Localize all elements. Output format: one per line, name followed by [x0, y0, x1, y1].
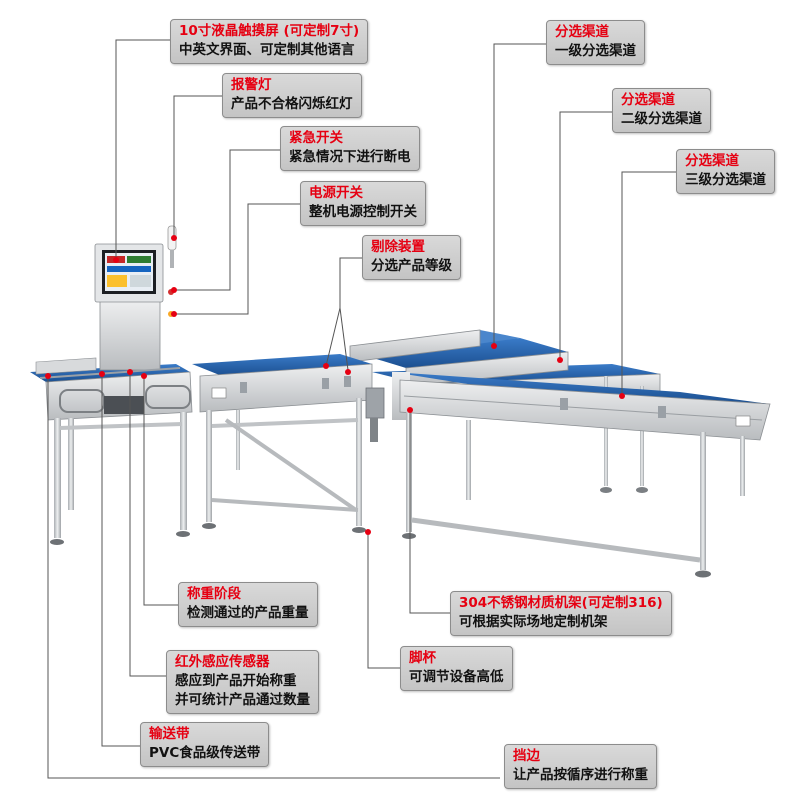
callout-desc: 产品不合格闪烁红灯 — [231, 96, 353, 112]
callout-desc: PVC食品级传送带 — [149, 745, 261, 761]
callout-title: 输送带 — [149, 726, 190, 742]
leader-dots — [45, 235, 625, 535]
callout-desc: 并可统计产品通过数量 — [175, 692, 310, 708]
callout-desc: 可根据实际场地定制机架 — [459, 614, 608, 630]
callout-guide-edge: 挡边 让产品按循序进行称重 — [504, 744, 657, 789]
callout-desc: 二级分选渠道 — [621, 111, 702, 127]
callout-title: 报警灯 — [231, 77, 272, 93]
callout-reject-device: 剔除装置 分选产品等级 — [362, 235, 461, 280]
callout-desc: 感应到产品开始称重 — [175, 673, 297, 689]
leader-lines — [47, 39, 676, 779]
reject-conveyor — [192, 354, 385, 533]
callout-desc: 可调节设备高低 — [409, 669, 504, 685]
callout-title: 脚杯 — [409, 650, 436, 666]
callout-feet: 脚杯 可调节设备高低 — [400, 646, 513, 691]
callout-title: 剔除装置 — [371, 239, 425, 255]
callout-desc: 三级分选渠道 — [685, 172, 766, 188]
callout-power-switch: 电源开关 整机电源控制开关 — [300, 181, 426, 226]
callout-desc: 整机电源控制开关 — [309, 204, 417, 220]
callout-emergency-switch: 紧急开关 紧急情况下进行断电 — [280, 126, 420, 171]
weighing-section — [30, 357, 193, 545]
callout-desc: 一级分选渠道 — [555, 43, 636, 59]
callout-title: 紧急开关 — [289, 130, 343, 146]
callout-title: 304不锈钢材质机架(可定制316) — [459, 595, 663, 611]
callout-title: 10寸液晶触摸屏 (可定制7寸) — [179, 23, 360, 39]
control-cabinet — [94, 225, 177, 371]
callout-desc: 让产品按循序进行称重 — [513, 767, 648, 783]
sorting-chute-1 — [349, 329, 520, 363]
callout-sorting-channel-3: 分选渠道 三级分选渠道 — [676, 149, 775, 194]
callout-title: 分选渠道 — [685, 153, 739, 169]
callout-title: 称重阶段 — [187, 586, 241, 602]
machine-illustration — [30, 225, 771, 578]
callout-infrared-sensor: 红外感应传感器 感应到产品开始称重 并可统计产品通过数量 — [166, 650, 319, 714]
callout-conveyor-belt: 输送带 PVC食品级传送带 — [140, 722, 270, 767]
callout-desc: 分选产品等级 — [371, 258, 452, 274]
callout-desc: 中英文界面、可定制其他语言 — [179, 42, 355, 58]
callout-title: 分选渠道 — [555, 24, 609, 40]
callout-title: 电源开关 — [309, 185, 363, 201]
callout-desc: 检测通过的产品重量 — [187, 605, 309, 621]
callout-steel-frame: 304不锈钢材质机架(可定制316) 可根据实际场地定制机架 — [450, 591, 672, 636]
callout-title: 挡边 — [513, 748, 540, 764]
front-outfeed-chute — [392, 372, 771, 578]
callout-weighing-stage: 称重阶段 检测通过的产品重量 — [178, 582, 318, 627]
callout-title: 红外感应传感器 — [175, 654, 270, 670]
callout-title: 分选渠道 — [621, 92, 675, 108]
callout-touchscreen: 10寸液晶触摸屏 (可定制7寸) 中英文界面、可定制其他语言 — [170, 19, 369, 64]
callout-sorting-channel-2: 分选渠道 二级分选渠道 — [612, 88, 711, 133]
guide-rails — [39, 367, 181, 379]
callout-alarm-light: 报警灯 产品不合格闪烁红灯 — [222, 73, 362, 118]
callout-desc: 紧急情况下进行断电 — [289, 149, 411, 165]
callout-sorting-channel-1: 分选渠道 一级分选渠道 — [546, 20, 645, 65]
